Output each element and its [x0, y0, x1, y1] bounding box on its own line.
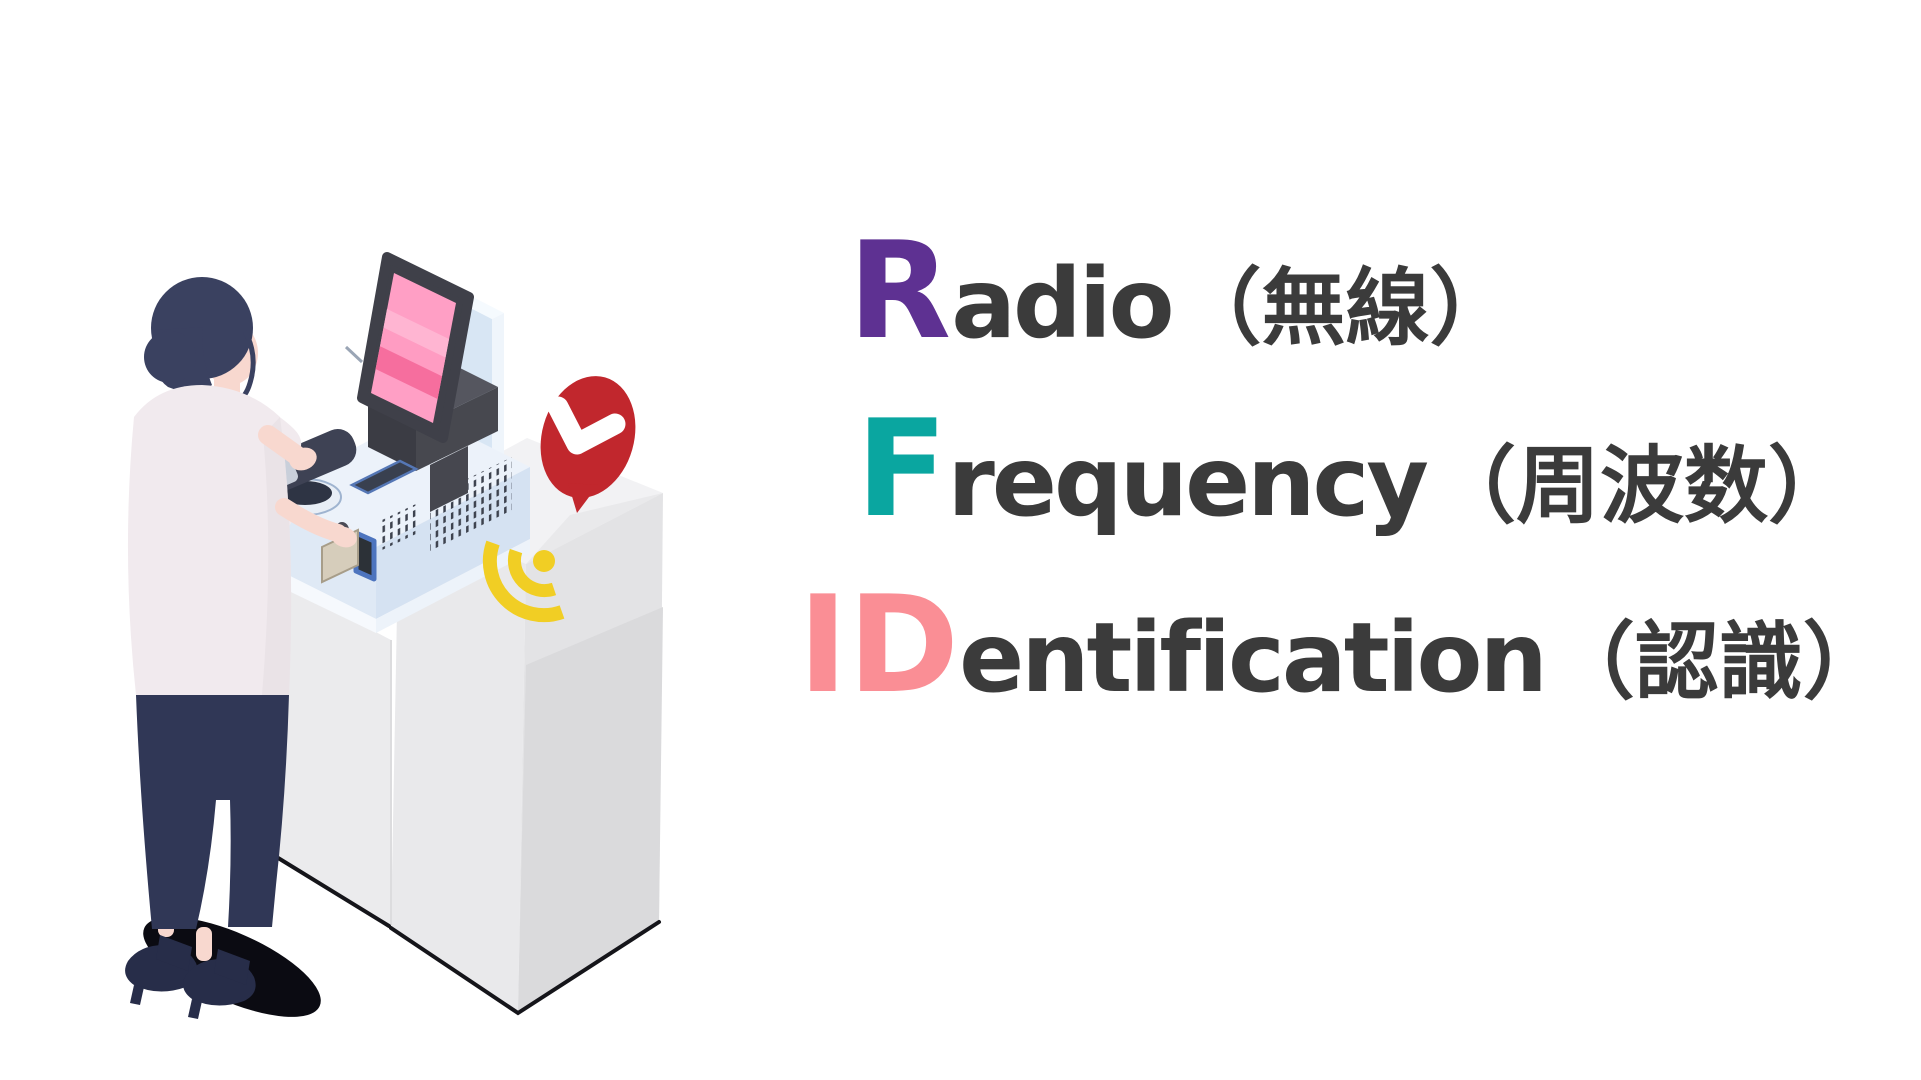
screen-stripe-dark	[375, 346, 442, 399]
kiosk-illustration	[125, 252, 663, 1019]
pants	[136, 695, 289, 929]
receipt-paper-edge	[344, 345, 364, 364]
hand-at-card	[331, 526, 357, 548]
kiosk-machine	[263, 252, 530, 633]
vent-grille-large	[430, 457, 512, 551]
pedestal-left-unit-face	[257, 570, 391, 928]
shoe-left-heel	[130, 985, 144, 1005]
initial-letters-id: ID	[798, 567, 960, 723]
signal-arc-outer	[482, 540, 565, 623]
forearm-upper	[258, 425, 306, 465]
arms	[258, 425, 357, 548]
monitor	[357, 252, 474, 443]
vent-grille-small	[380, 503, 418, 551]
jp-annotation-identification: （認識）	[1550, 613, 1887, 711]
screen-stripe-light	[383, 309, 449, 358]
word-rest-frequency: requency	[947, 426, 1429, 538]
stand-foot	[430, 446, 468, 512]
jp-annotation-radio: （無線）	[1177, 259, 1514, 357]
word-rest-radio: adio	[951, 248, 1174, 360]
shoes	[125, 935, 256, 1019]
pedestal-front-left-face	[391, 507, 526, 1013]
initial-letter-r: R	[848, 213, 952, 369]
woman	[125, 277, 357, 1019]
initial-letter-f: F	[856, 391, 948, 547]
ankle-right	[196, 927, 212, 961]
reader-plate	[349, 459, 419, 495]
machine-skirt-left	[268, 565, 376, 633]
bubble-tail	[568, 483, 598, 513]
pedestal-outline	[255, 843, 661, 1016]
shirt-shade	[262, 417, 292, 695]
word-rest-identification: entification	[959, 602, 1548, 714]
pedestal	[255, 438, 663, 1016]
checkmark-speech-bubble-icon	[540, 376, 636, 513]
checkmark	[547, 396, 626, 455]
shoe-right-top	[214, 949, 250, 985]
shirt-torso	[127, 385, 292, 695]
hair-bun	[144, 331, 196, 383]
shoe-right-heel	[188, 999, 202, 1019]
signal-dot	[533, 550, 555, 572]
jp-annotation-frequency: （周波数）	[1432, 437, 1853, 535]
pedestal-right-face-shade	[518, 607, 663, 1013]
hand-on-terminal	[289, 447, 317, 471]
shoe-left-top	[156, 935, 192, 971]
screen-stripe-mid	[380, 327, 446, 377]
signal-arc-inner	[507, 548, 557, 598]
wireless-signal-icon	[482, 540, 565, 623]
